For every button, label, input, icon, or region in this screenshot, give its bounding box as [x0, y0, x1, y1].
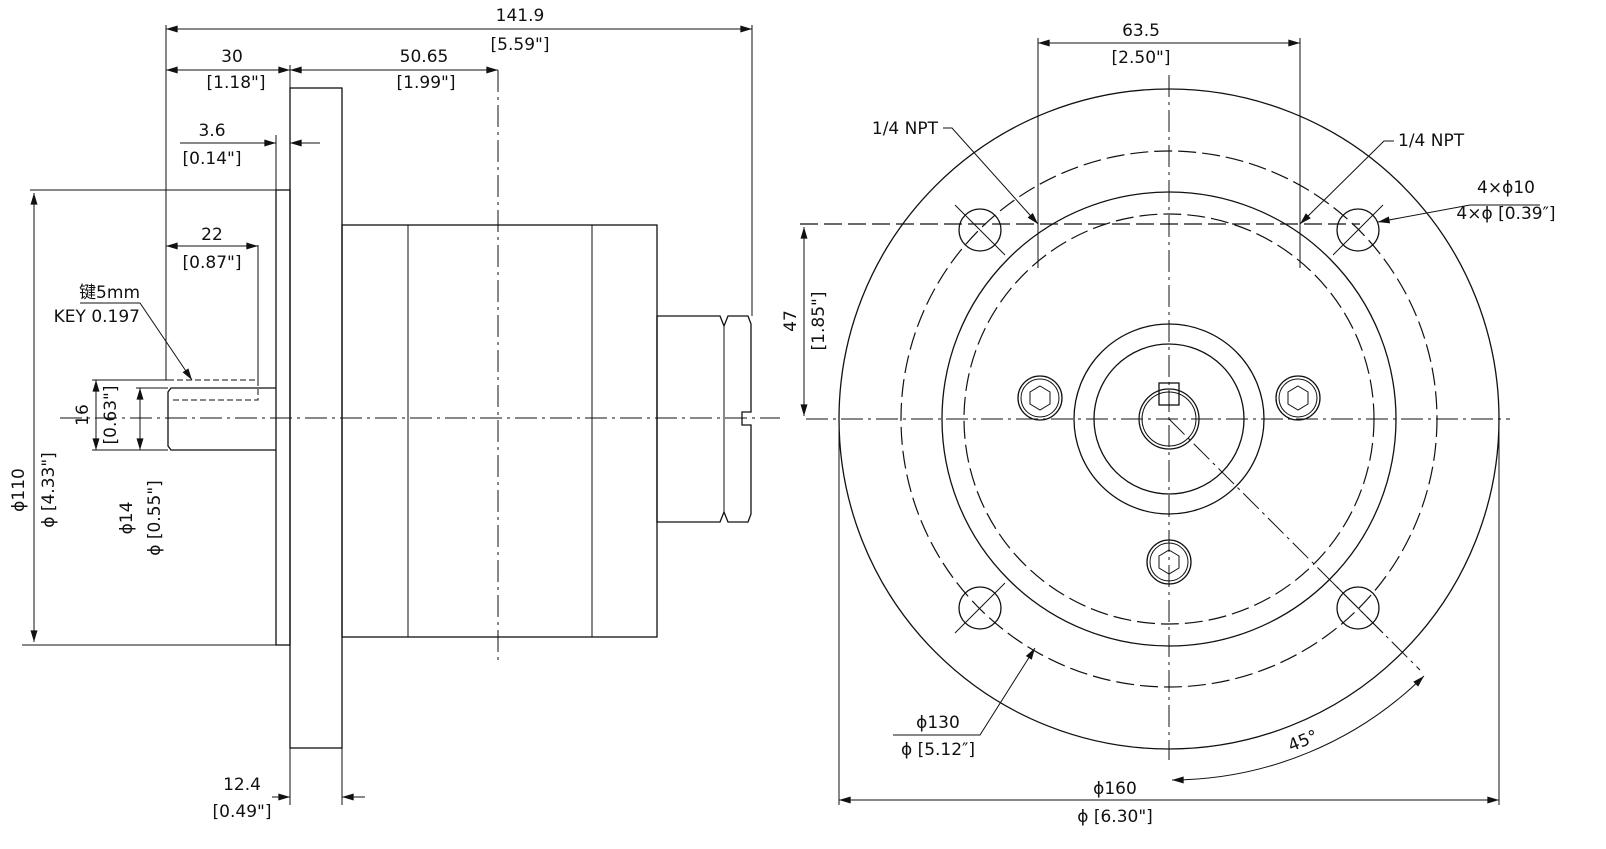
- dim-pilot-depth: 3.6: [198, 121, 225, 141]
- svg-text:ϕ [0.55"]: ϕ [0.55"]: [145, 480, 165, 556]
- dim-port-height: 47: [781, 310, 801, 332]
- dim-pilot-diameter: ϕ110: [9, 468, 29, 512]
- keyway: [168, 379, 259, 401]
- front-view: 63.5 [2.50"] 1/4 NPT 1/4 NPT 4×ϕ10 4×ϕ […: [781, 21, 1556, 827]
- dim-angle: 45°: [1285, 726, 1320, 756]
- mounting-holes: [954, 204, 1384, 634]
- dim-key-height: 16: [73, 404, 93, 426]
- screws: [1017, 375, 1321, 585]
- dim-shaft-diameter: ϕ14: [117, 502, 137, 535]
- svg-text:[0.87"]: [0.87"]: [183, 253, 242, 273]
- dim-overall-length: 141.9: [496, 6, 545, 26]
- svg-text:[0.49"]: [0.49"]: [213, 802, 272, 822]
- port-right-label: 1/4 NPT: [1398, 131, 1465, 151]
- dim-holes: 4×ϕ10: [1477, 178, 1535, 198]
- key-note: 键5mm: [79, 283, 140, 303]
- svg-text:ϕ [4.33"]: ϕ [4.33"]: [39, 452, 59, 528]
- dim-outer-diameter: ϕ160: [1093, 779, 1137, 799]
- body: [341, 224, 658, 638]
- dim-port-spacing: 63.5: [1122, 21, 1160, 41]
- svg-text:[5.59"]: [5.59"]: [491, 35, 550, 55]
- dim-shaft-length: 30: [221, 47, 243, 67]
- svg-text:[0.14"]: [0.14"]: [183, 149, 242, 169]
- rear-hub: [656, 315, 752, 523]
- dim-body-center: 50.65: [400, 47, 449, 67]
- svg-text:[0.63"]: [0.63"]: [101, 386, 121, 445]
- svg-text:KEY 0.197: KEY 0.197: [54, 307, 140, 327]
- svg-text:ϕ [6.30"]: ϕ [6.30"]: [1077, 807, 1153, 827]
- dim-flange-thickness: 12.4: [223, 775, 261, 795]
- svg-text:ϕ [5.12″]: ϕ [5.12″]: [901, 740, 975, 760]
- svg-text:[2.50"]: [2.50"]: [1112, 48, 1171, 68]
- svg-text:4×ϕ [0.39″]: 4×ϕ [0.39″]: [1456, 204, 1555, 224]
- port-left-label: 1/4 NPT: [872, 119, 939, 139]
- svg-text:[1.18"]: [1.18"]: [207, 73, 266, 93]
- side-view: 141.9 [5.59"] 30 [1.18"] 50.65 [1.99"] 3…: [9, 6, 780, 822]
- svg-text:[1.85"]: [1.85"]: [809, 292, 829, 351]
- dim-key-length: 22: [201, 225, 223, 245]
- shaft: [167, 379, 276, 451]
- svg-text:[1.99"]: [1.99"]: [397, 73, 456, 93]
- dim-bolt-circle: ϕ130: [916, 713, 960, 733]
